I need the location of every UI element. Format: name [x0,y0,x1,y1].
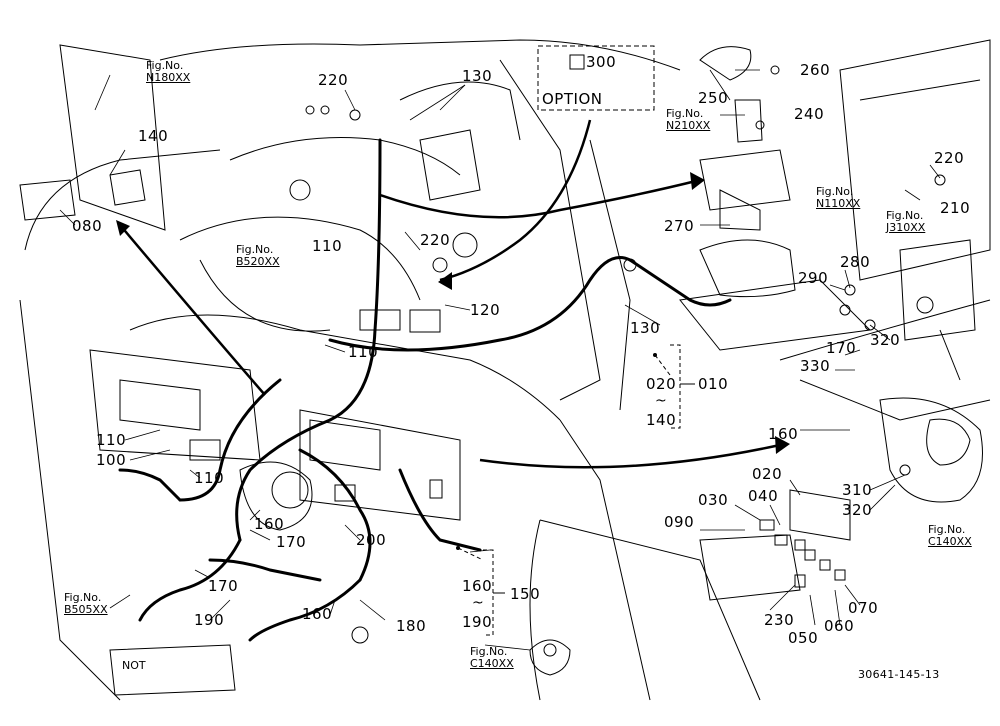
wire-harness [118,138,732,642]
option-box [537,45,655,111]
part-label-320: 320 [870,331,901,349]
leader-lines [59,69,941,651]
part-label-280: 280 [840,253,871,271]
part-label-110: 110 [194,469,225,487]
part-label-320: 320 [842,501,873,519]
part-label-080: 080 [72,217,103,235]
part-label-170: 170 [208,577,239,595]
fig-ref-code: C140XX [928,535,972,548]
part-label-030: 030 [698,491,729,509]
part-label-140: 140 [138,127,169,145]
part-label-050: 050 [788,629,819,647]
part-label-170: 170 [276,533,307,551]
part-label-010: 010 [698,375,729,393]
part-label-220: 220 [318,71,349,89]
fig-ref-b520[interactable]: Fig.No. B520XX [236,244,280,268]
part-label-230: 230 [764,611,795,629]
stamp-text: NOT [122,659,146,672]
fig-ref-code: B520XX [236,255,280,268]
part-label-070: 070 [848,599,879,617]
fig-ref-b505[interactable]: Fig.No. B505XX [64,592,108,616]
part-label-220: 220 [420,231,451,249]
part-label-160: 160 [302,605,333,623]
part-label-130: 130 [630,319,661,337]
part-label-160: 160 [768,425,799,443]
part-label-290: 290 [798,269,829,287]
fig-ref-n110[interactable]: Fig.No. N110XX [816,186,860,210]
part-label-210: 210 [940,199,971,217]
part-label-240: 240 [794,105,825,123]
part-label-020: 020 [752,465,783,483]
fig-ref-code: J310XX [886,221,926,234]
part-label-180: 180 [396,617,427,635]
callout-arrows [119,119,781,469]
fig-ref-caption: Fig.No. [146,59,184,72]
part-label-020: 020 [646,375,677,393]
part-label-200: 200 [356,531,387,549]
background-linework [19,39,991,701]
group-connectors [493,383,695,594]
part-label-120: 120 [470,301,501,319]
fig-ref-caption: Fig.No. [236,243,274,256]
fig-ref-code: N180XX [146,71,191,84]
part-label-190: 190 [194,611,225,629]
part-label-040: 040 [748,487,779,505]
part-label-260: 260 [800,61,831,79]
fig-ref-caption: Fig.No. [470,645,508,658]
fig-ref-caption: Fig.No. [666,107,704,120]
fig-ref-j310[interactable]: Fig.No. J310XX [886,210,925,234]
part-label-100: 100 [96,451,127,469]
bracket-dots [456,353,657,550]
fig-ref-n210[interactable]: Fig.No. N210XX [666,108,710,132]
part-label-220: 220 [934,149,965,167]
fig-ref-c140[interactable]: Fig.No. C140XX [928,524,972,548]
document-id: 30641-145-13 [858,668,940,681]
part-label-160: 160 [462,577,493,595]
fig-ref-caption: Fig.No. [816,185,854,198]
part-label-310: 310 [842,481,873,499]
part-label-330: 330 [800,357,831,375]
part-label-250: 250 [698,89,729,107]
part-label-170: 170 [826,339,857,357]
fig-ref-n180[interactable]: Fig.No. N180XX [146,60,190,84]
option-label: OPTION [542,90,603,108]
fig-ref-caption: Fig.No. [64,591,102,604]
fig-ref-code: N110XX [816,197,861,210]
range-tilde: ~ [472,595,484,611]
part-label-110: 110 [96,431,127,449]
fig-ref-code: C140XX [470,657,514,670]
part-label-060: 060 [824,617,855,635]
fig-ref-code: B505XX [64,603,108,616]
arrow-heads [116,172,790,454]
part-label-140: 140 [646,411,677,429]
part-label-150: 150 [510,585,541,603]
part-label-090: 090 [664,513,695,531]
component-details [189,54,946,657]
fig-ref-caption: Fig.No. [886,209,924,222]
fig-ref-c140[interactable]: Fig.No. C140XX [470,646,514,670]
part-label-110: 110 [348,343,379,361]
part-label-300: 300 [586,53,617,71]
part-label-160: 160 [254,515,285,533]
part-label-270: 270 [664,217,695,235]
fig-ref-code: N210XX [666,119,711,132]
range-tilde: ~ [655,393,667,409]
part-label-110: 110 [312,237,343,255]
part-label-130: 130 [462,67,493,85]
fig-ref-caption: Fig.No. [928,523,966,536]
part-label-190: 190 [462,613,493,631]
